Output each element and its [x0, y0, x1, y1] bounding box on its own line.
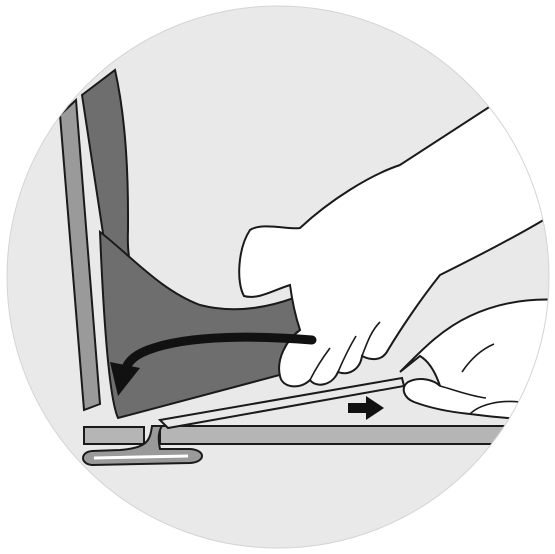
base-rail-left — [84, 427, 144, 444]
base-rail — [160, 426, 555, 444]
retaining-clip-inner — [94, 456, 188, 458]
push-arrow-shaft-icon — [348, 403, 368, 413]
